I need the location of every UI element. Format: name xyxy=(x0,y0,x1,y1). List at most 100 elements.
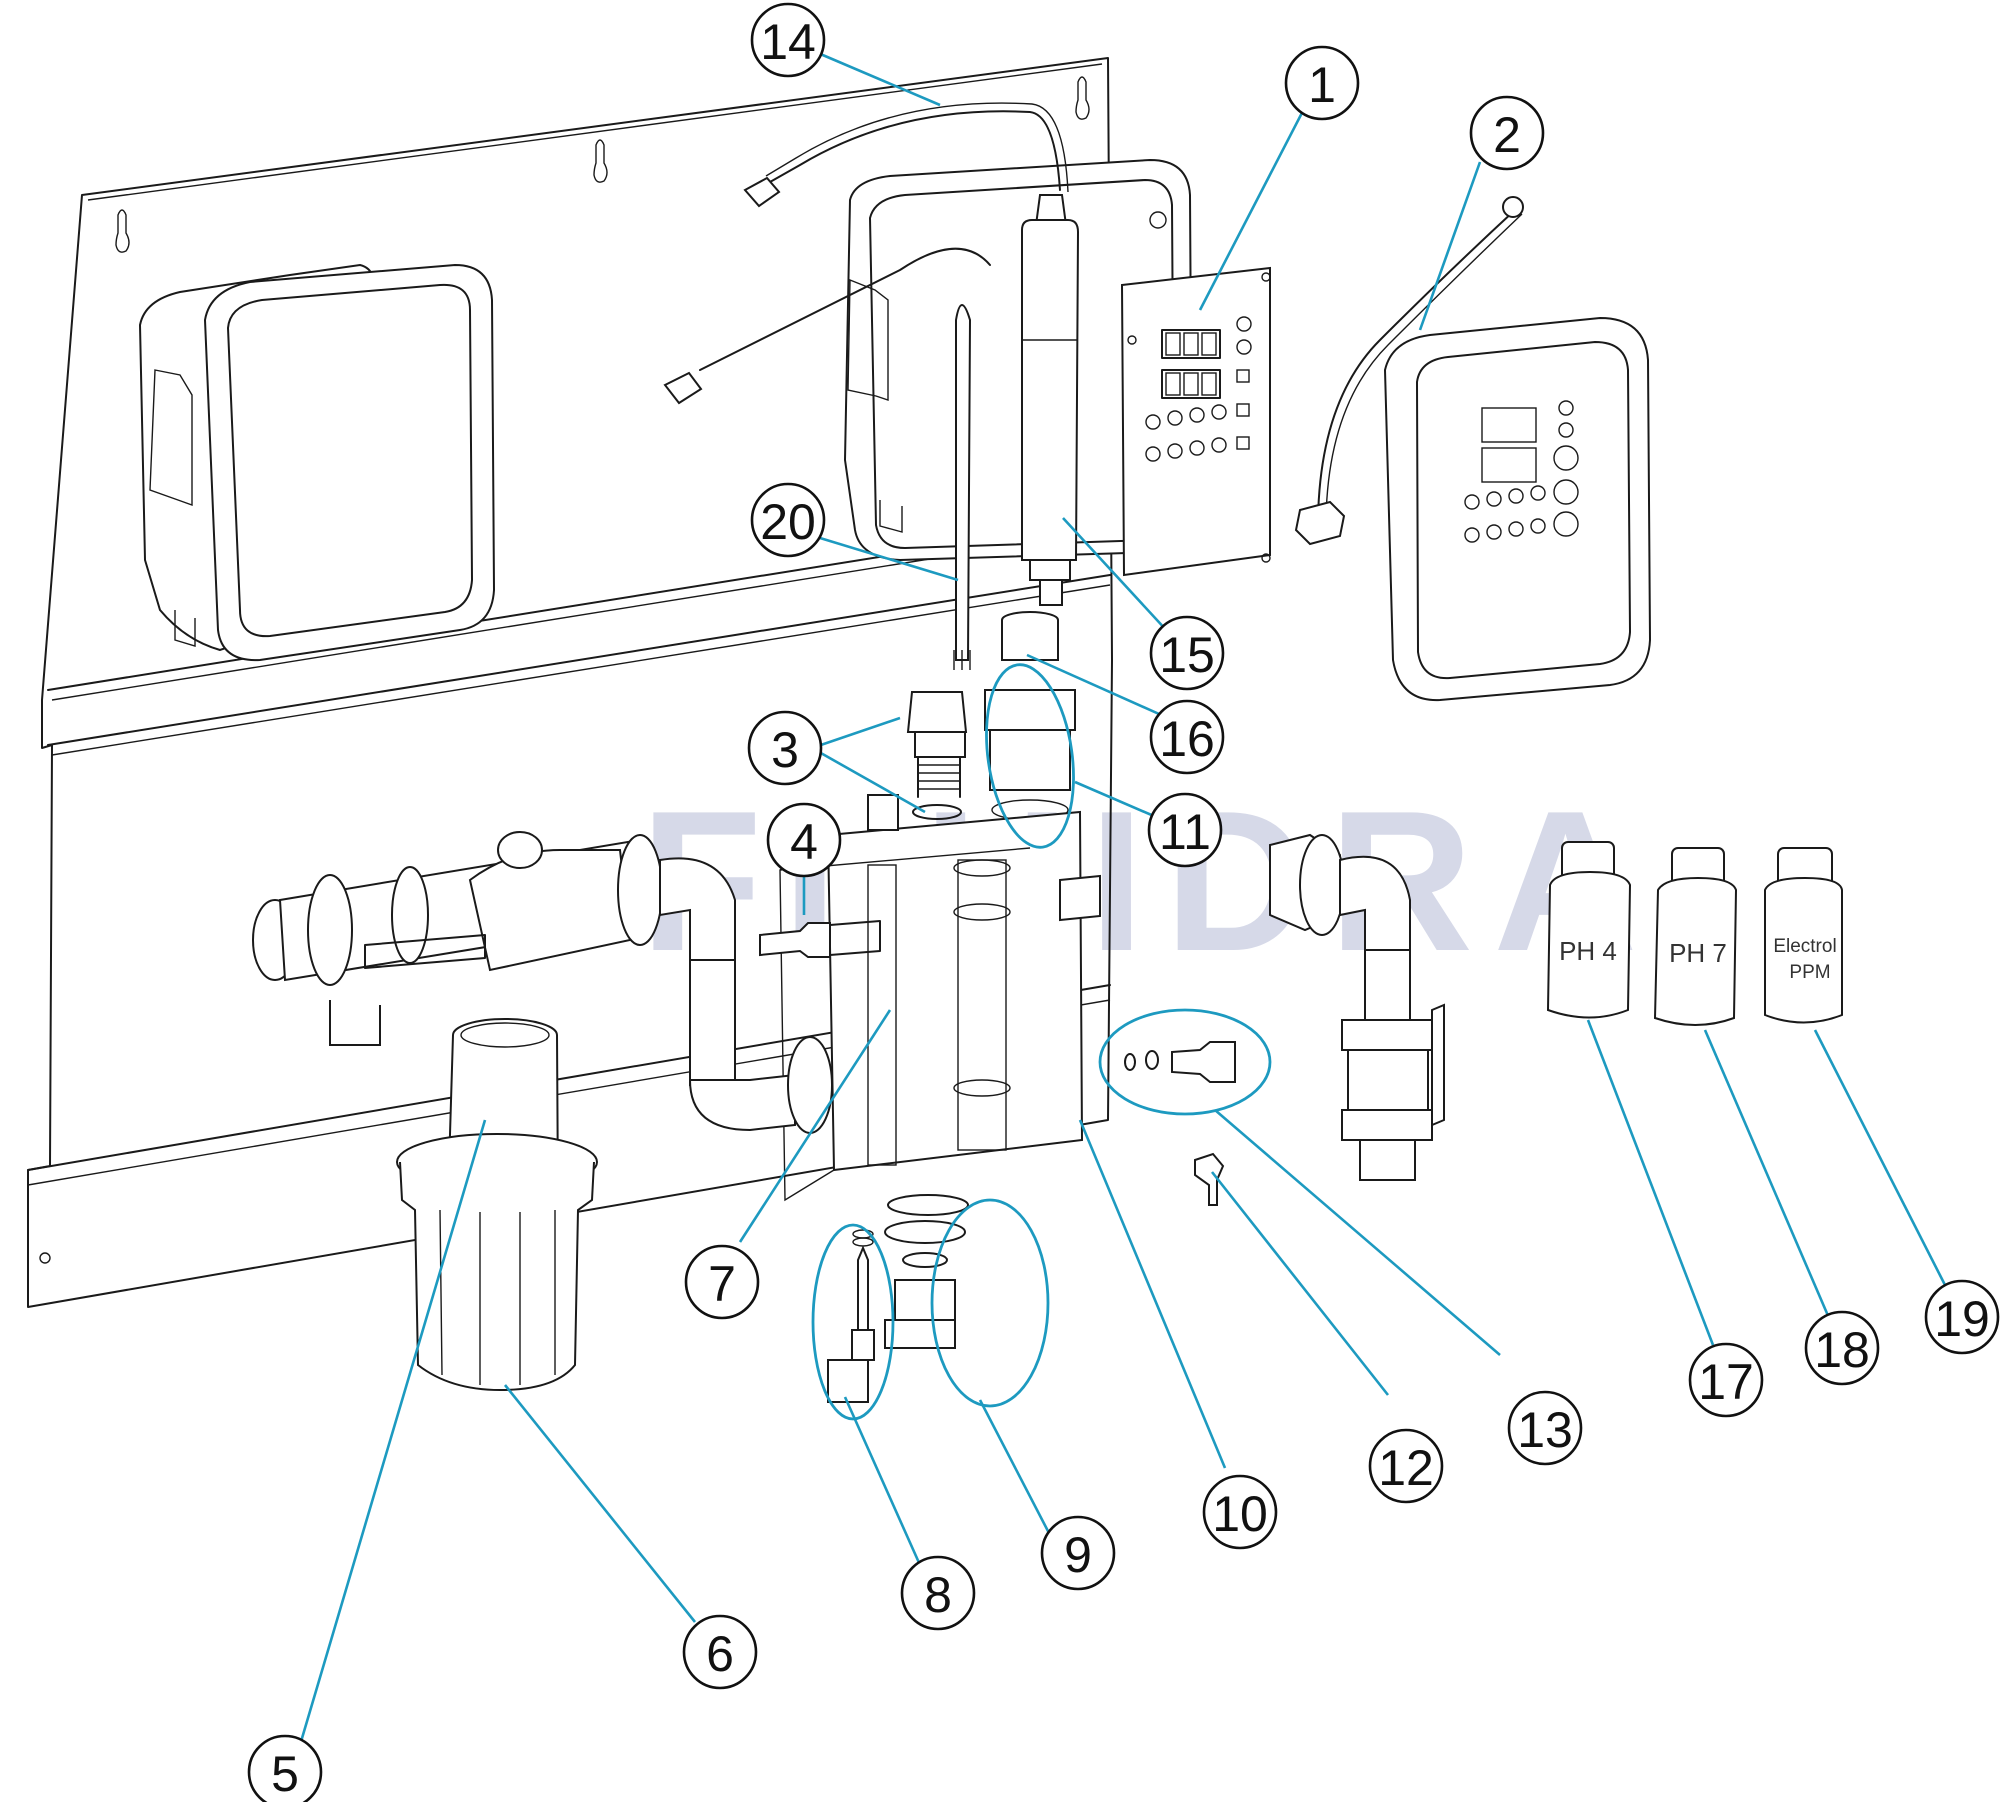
elbow-hose-connector xyxy=(1194,1152,1225,1206)
callout-11: 11 xyxy=(1147,792,1223,868)
bottle-label: PPM xyxy=(1789,962,1830,983)
callout-1: 1 xyxy=(1284,45,1360,121)
callout-6: 6 xyxy=(682,1614,758,1690)
bottle-ph7: PH 7 xyxy=(1653,847,1738,1026)
keyhole-slot xyxy=(593,139,608,183)
flow-chamber-block xyxy=(779,794,1101,1202)
callout-number: 2 xyxy=(1493,107,1521,163)
leader-12 xyxy=(1210,1171,1390,1396)
group-oval-9 xyxy=(930,1198,1050,1408)
leader-1 xyxy=(1198,106,1307,311)
callout-10: 10 xyxy=(1202,1474,1278,1550)
leader-19 xyxy=(1813,1029,1947,1286)
callout-number: 15 xyxy=(1159,627,1215,683)
watermark-text: FLUIDRA xyxy=(640,770,1658,993)
leader-14 xyxy=(817,51,941,107)
callout-circle xyxy=(900,1555,976,1631)
left-controller-enclosure xyxy=(138,263,496,662)
callout-circle xyxy=(682,1614,758,1690)
leader-17 xyxy=(1586,1019,1715,1346)
filter-housing xyxy=(396,1133,598,1392)
probe-holder-fitting xyxy=(984,689,1076,841)
callout-13: 13 xyxy=(1507,1390,1583,1466)
keyhole-slot xyxy=(1075,76,1090,120)
callout-circle xyxy=(1147,792,1223,868)
keyhole-slot xyxy=(115,209,130,253)
callout-number: 20 xyxy=(760,494,816,550)
seven-segment-display xyxy=(1161,329,1221,359)
compression-fitting xyxy=(906,691,968,820)
callout-number: 1 xyxy=(1308,57,1336,113)
leader-15 xyxy=(1062,517,1169,633)
bottle-ph4: PH 4 xyxy=(1546,841,1632,1019)
leader-18 xyxy=(1703,1029,1831,1319)
leader-9 xyxy=(978,1399,1052,1536)
leader-20 xyxy=(819,536,959,582)
callout-circle xyxy=(247,1734,323,1802)
callout-circle xyxy=(750,482,826,558)
leader-7 xyxy=(738,1009,892,1243)
callout-number: 3 xyxy=(771,722,799,778)
callout-number: 17 xyxy=(1698,1354,1754,1410)
pcb-board xyxy=(1120,266,1271,577)
callout-number: 10 xyxy=(1212,1486,1268,1542)
callout-12: 12 xyxy=(1368,1428,1444,1504)
callout-number: 6 xyxy=(706,1626,734,1682)
bottle-label: PH 7 xyxy=(1669,938,1727,968)
inlet-pipe-assembly xyxy=(252,831,881,1134)
bottle-label: PH 4 xyxy=(1559,936,1617,966)
leader-10 xyxy=(1078,1119,1227,1469)
callout-circle xyxy=(1688,1342,1764,1418)
callout-8: 8 xyxy=(900,1555,976,1631)
callout-circle xyxy=(766,802,842,878)
callout-3: 3 xyxy=(747,710,823,786)
callout-number: 12 xyxy=(1378,1440,1434,1496)
outlet-pipe-assembly xyxy=(1269,833,1445,1181)
leader-6 xyxy=(503,1384,697,1623)
callout-16: 16 xyxy=(1149,699,1225,775)
callout-number: 9 xyxy=(1064,1527,1092,1583)
callout-circle xyxy=(747,710,823,786)
seven-segment-display xyxy=(1161,369,1221,399)
bottle-electrolyte: Electrol PPM xyxy=(1764,847,1843,1024)
callout-circle xyxy=(684,1244,760,1320)
callout-14: 14 xyxy=(750,2,826,78)
leader-5 xyxy=(298,1119,487,1746)
callout-number: 7 xyxy=(708,1256,736,1312)
temperature-sensor-probe xyxy=(953,304,972,670)
mounting-panel xyxy=(27,57,1113,1308)
bottle-label: Electrol xyxy=(1773,936,1836,957)
leader-2 xyxy=(1418,161,1482,331)
callout-number: 11 xyxy=(1159,804,1211,860)
callout-circle xyxy=(1924,1279,2000,1355)
callout-15: 15 xyxy=(1149,615,1225,691)
leader-8 xyxy=(843,1396,922,1566)
sample-tap-kit xyxy=(1124,1041,1236,1083)
probe-adaptor xyxy=(1001,611,1059,661)
callout-17: 17 xyxy=(1688,1342,1764,1418)
callout-7: 7 xyxy=(684,1244,760,1320)
probe-cable xyxy=(663,102,1069,405)
callout-circle xyxy=(1040,1515,1116,1591)
callout-circle xyxy=(1284,45,1360,121)
callout-5: 5 xyxy=(247,1734,323,1802)
callout-circle xyxy=(1149,699,1225,775)
callout-9: 9 xyxy=(1040,1515,1116,1591)
callout-circle xyxy=(1202,1474,1278,1550)
needle-valve-kit xyxy=(827,1229,875,1403)
callout-circle xyxy=(750,2,826,78)
callout-number: 14 xyxy=(760,14,816,70)
callout-4: 4 xyxy=(766,802,842,878)
callout-circle xyxy=(1149,615,1225,691)
callout-number: 13 xyxy=(1517,1402,1573,1458)
callout-18: 18 xyxy=(1804,1310,1880,1386)
leader-13 xyxy=(1214,1109,1501,1356)
callout-circle xyxy=(1507,1390,1583,1466)
leader-lines xyxy=(298,51,1947,1746)
front-cover xyxy=(1294,196,1652,702)
group-oval-13 xyxy=(1098,1008,1272,1116)
callout-2: 2 xyxy=(1469,95,1545,171)
callout-number: 19 xyxy=(1934,1291,1990,1347)
callout-circle xyxy=(1804,1310,1880,1386)
